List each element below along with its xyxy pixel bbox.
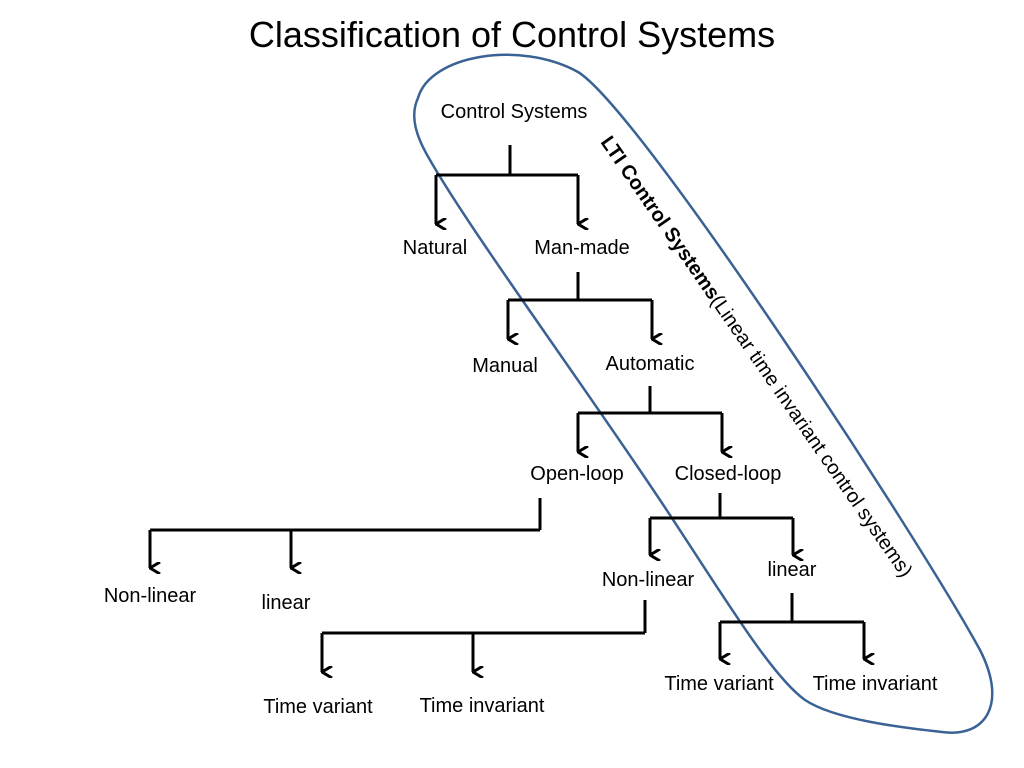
node-closed-loop-time-variant: Time variant (664, 673, 774, 695)
node-open-loop-time-variant: Time variant (263, 696, 373, 718)
node-closed-loop-linear: linear (767, 559, 817, 581)
node-automatic: Automatic (605, 353, 695, 375)
node-closed-loop: Closed-loop (674, 463, 782, 485)
node-open-loop-nonlinear: Non-linear (103, 585, 197, 607)
edge-automatic (576, 386, 722, 452)
node-control-systems: Control Systems (440, 101, 588, 123)
edge-open-loop (148, 498, 542, 568)
node-closed-loop-time-invariant: Time invariant (812, 673, 938, 695)
lti-enclosure (412, 53, 994, 734)
node-natural: Natural (402, 237, 468, 259)
edge-control-systems (434, 145, 578, 224)
node-open-loop-linear: linear (261, 592, 311, 614)
node-open-loop: Open-loop (530, 463, 624, 485)
node-closed-loop-nonlinear: Non-linear (601, 569, 695, 591)
lti-annotation-bold: LTI Control Systems (596, 132, 724, 303)
edge-closed-loop (648, 493, 793, 555)
node-man-made: Man-made (534, 237, 630, 259)
node-manual: Manual (472, 355, 538, 377)
node-open-loop-time-invariant: Time invariant (419, 695, 545, 717)
edge-closed-loop-linear (718, 593, 864, 659)
page-title: Classification of Control Systems (248, 14, 776, 55)
edge-man-made (506, 272, 652, 339)
edge-open-loop-linear (320, 600, 647, 672)
lti-annotation-normal: (Linear time invariant control systems) (706, 291, 917, 581)
